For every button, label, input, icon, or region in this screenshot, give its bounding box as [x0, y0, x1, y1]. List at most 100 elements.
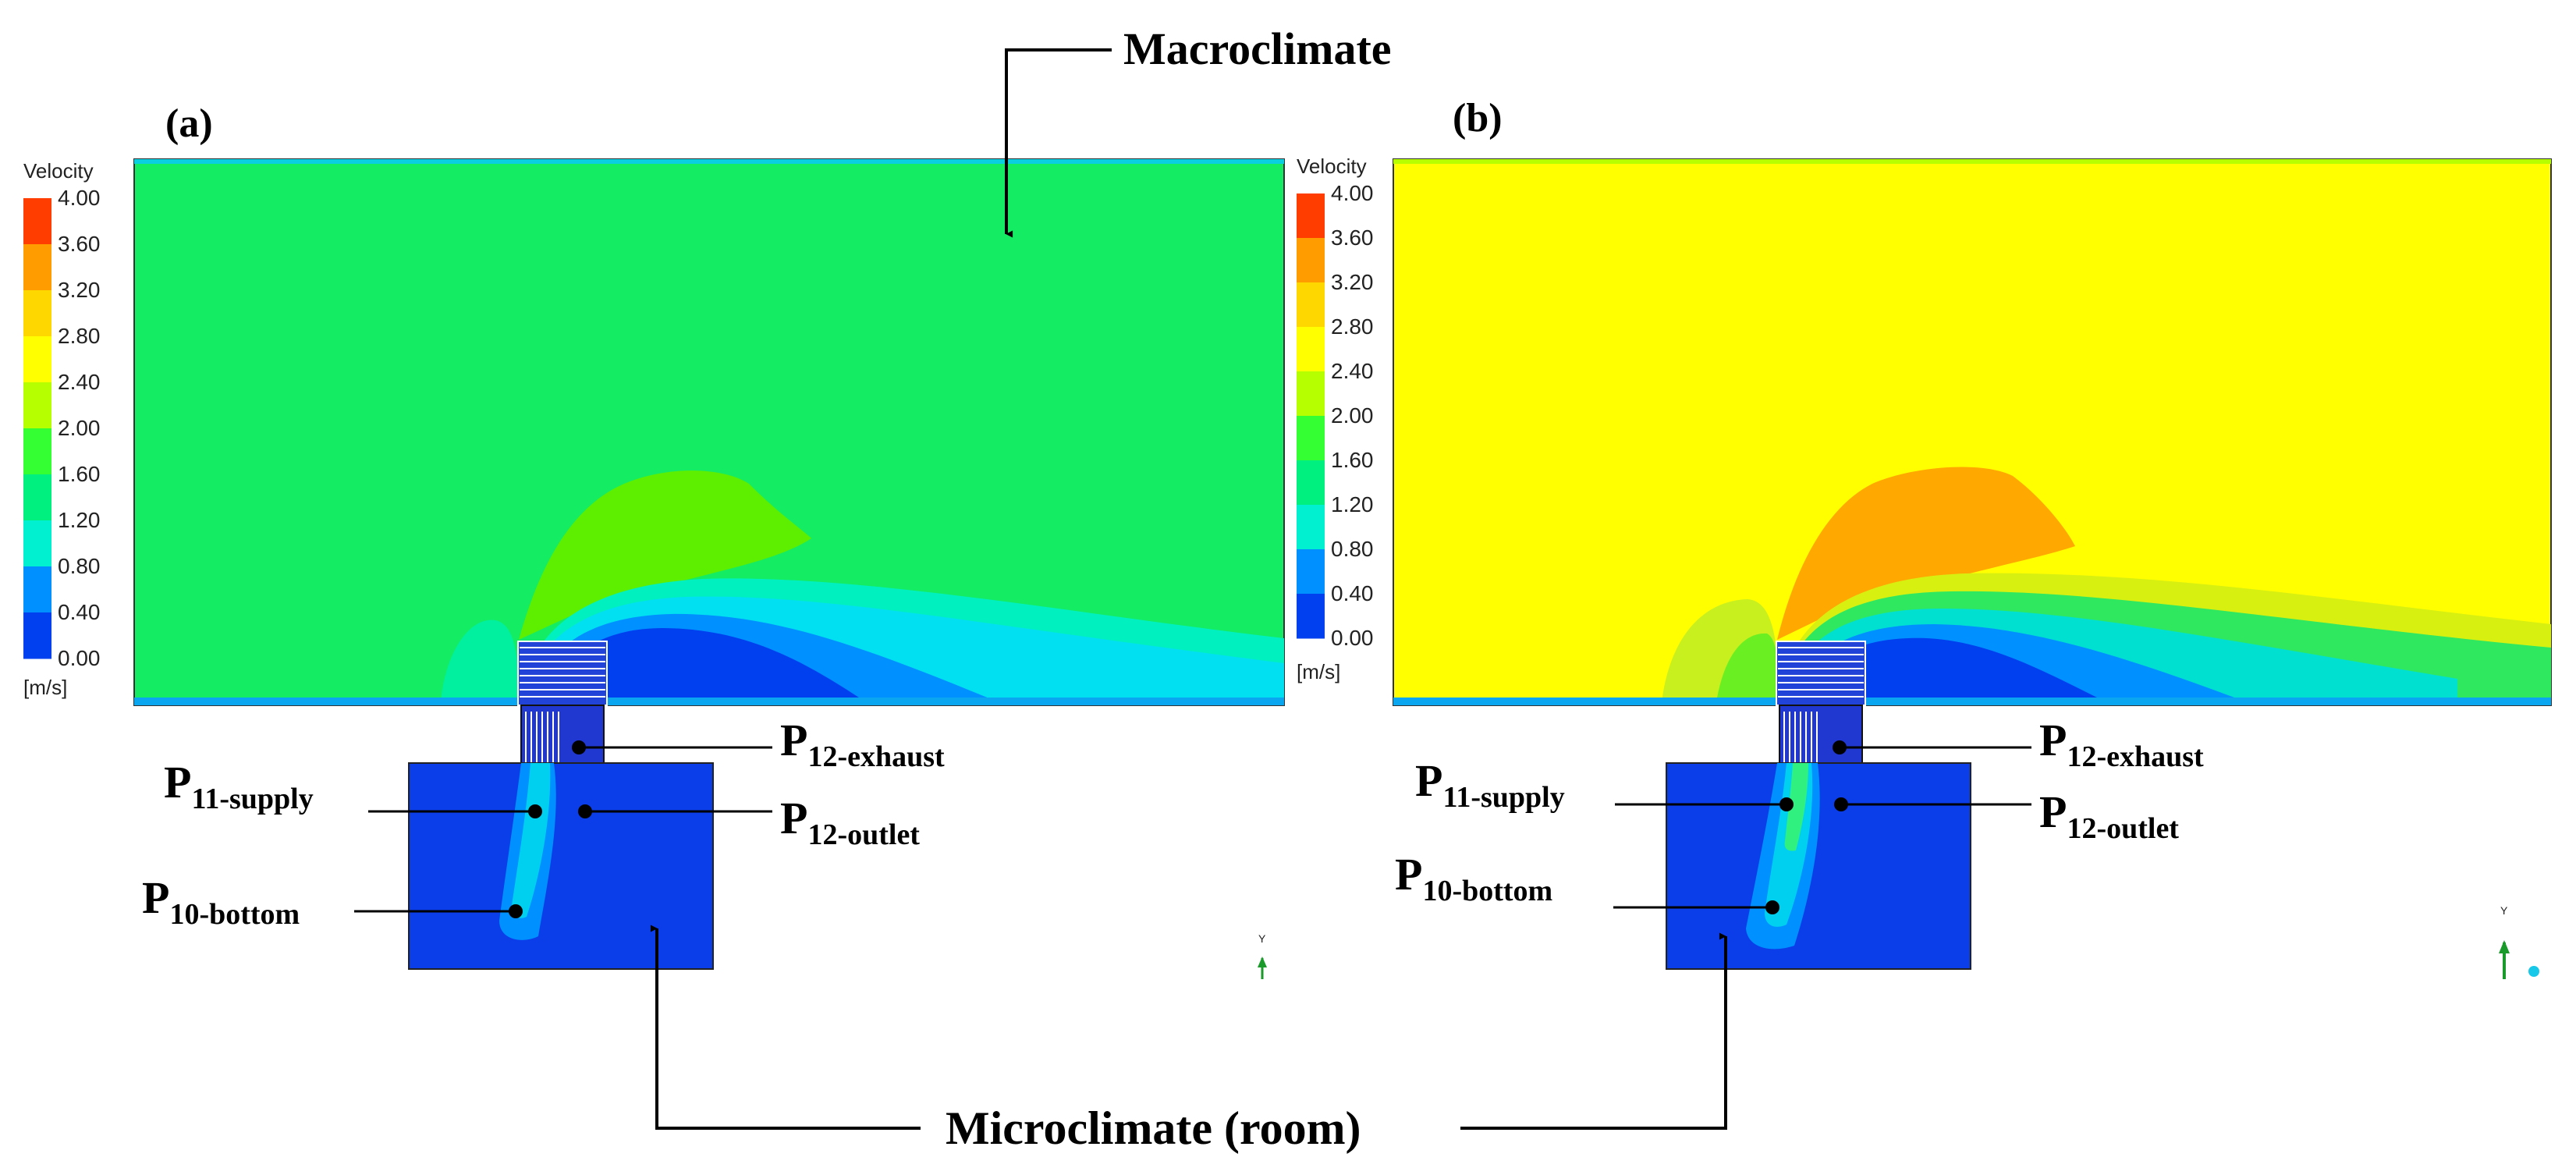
panel-b-wake-inner	[1716, 633, 1779, 702]
panel-a-cowl-louvers	[520, 647, 605, 698]
panel-b-axis-arrow-icon	[2499, 940, 2510, 953]
macroclimate-arrow	[1005, 48, 1112, 238]
panel-a-plume	[519, 470, 811, 640]
panel-b-legend-unit: [m/s]	[1297, 660, 1340, 683]
panel-b-cowl	[1776, 641, 1866, 706]
panel-a-legend-ticks: 4.00 3.60 3.20 2.80 2.40 2.00 1.60 1.20 0.80 0.40…	[58, 186, 101, 670]
microclimate-arrow-left	[650, 925, 921, 1130]
legend-color-band	[23, 336, 51, 383]
panel-a-duct	[520, 705, 605, 772]
legend-tick-label: 1.60	[1331, 448, 1374, 472]
panel-b-room	[1666, 762, 1971, 970]
legend-color-band	[1297, 549, 1325, 595]
legend-color-band	[23, 428, 51, 475]
panel-a-axis-y-label: Y	[1258, 932, 1266, 945]
legend-color-band	[23, 474, 51, 521]
panel-b-duct-fins	[1783, 712, 1818, 768]
macroclimate-label: Macroclimate	[1123, 23, 1392, 74]
legend-tick-label: 0.00	[58, 646, 101, 670]
panel-a-room-field	[408, 762, 714, 970]
legend-tick-label: 0.40	[58, 600, 101, 624]
legend-color-band	[23, 612, 51, 659]
legend-tick-label: 2.80	[1331, 314, 1374, 339]
panel-a-probe-exhaust-label: P12-exhaust	[780, 715, 945, 773]
panel-b-plume	[1777, 467, 2075, 640]
legend-color-band	[1297, 238, 1325, 283]
panel-b: (b) Velocity 4.00 3.60 3.20 2.80 2.40 2.00 1.6…	[1297, 96, 2552, 979]
panel-a-recirc-core	[546, 628, 866, 702]
panel-a-legend: Velocity 4.00 3.60 3.20 2.80 2.40 2.00 1.60 1.2…	[23, 159, 101, 699]
panel-a-probe-outlet-label: P12-outlet	[780, 793, 920, 851]
panel-b-recirc-core	[1798, 637, 2106, 702]
legend-tick-label: 2.00	[58, 416, 101, 440]
panel-a-top-boundary	[134, 159, 1284, 164]
legend-tick-label: 4.00	[58, 186, 101, 210]
panel-a-wake-left	[441, 619, 519, 702]
panel-b-probe-supply-label: P11-supply	[1415, 755, 1565, 814]
panel-a-duct-fins	[525, 712, 559, 768]
legend-tick-label: 3.60	[58, 232, 101, 256]
legend-tick-label: 0.80	[58, 554, 101, 578]
panel-b-probe-exhaust-label: P12-exhaust	[2039, 715, 2204, 773]
legend-color-band	[23, 382, 51, 429]
panel-a-probe-supply-label: P11-supply	[164, 757, 314, 815]
legend-tick-label: 3.60	[1331, 225, 1374, 250]
legend-color-band	[1297, 327, 1325, 372]
legend-tick-label: 1.60	[58, 462, 101, 486]
panel-b-axis-z-icon	[2528, 966, 2539, 977]
legend-tick-label: 1.20	[1331, 492, 1374, 517]
panel-b-duct	[1779, 705, 1863, 772]
legend-tick-label: 1.20	[58, 508, 101, 532]
legend-tick-label: 2.40	[58, 370, 101, 394]
panel-b-top-boundary	[1393, 159, 2551, 164]
microclimate-arrow-right	[1460, 932, 1727, 1130]
legend-tick-label: 2.00	[1331, 403, 1374, 428]
legend-tick-label: 0.40	[1331, 581, 1374, 605]
legend-tick-label: 0.80	[1331, 537, 1374, 561]
panel-a-legend-colorbar	[23, 198, 51, 659]
panel-a-legend-title: Velocity	[23, 159, 94, 183]
panel-b-legend-ticks: 4.00 3.60 3.20 2.80 2.40 2.00 1.60 1.20 0.80 0.40…	[1331, 181, 1374, 650]
legend-color-band	[1297, 193, 1325, 239]
legend-tick-label: 4.00	[1331, 181, 1374, 205]
panel-b-domain	[1393, 158, 2552, 706]
legend-color-band	[1297, 371, 1325, 417]
panel-b-axis-y-label: Y	[2500, 904, 2508, 917]
legend-color-band	[1297, 594, 1325, 639]
panel-b-label: (b)	[1453, 96, 1503, 140]
panel-b-cowl-louvers	[1778, 647, 1864, 698]
legend-tick-label: 3.20	[58, 278, 101, 302]
panel-a-jet-core	[511, 763, 551, 918]
panel-a-label: (a)	[165, 101, 213, 146]
panel-a-probes: P12-exhaust P11-supply P12-outlet P10-bo…	[142, 715, 945, 931]
panel-a-roof-device	[517, 641, 608, 772]
panel-b-roof-device	[1776, 641, 1866, 772]
panel-b-probe-outlet-label: P12-outlet	[2039, 786, 2179, 845]
panel-a-domain	[133, 158, 1285, 706]
panel-a-legend-unit: [m/s]	[23, 676, 67, 699]
panel-a-room	[408, 762, 714, 970]
legend-color-band	[23, 520, 51, 567]
legend-color-band	[23, 566, 51, 613]
legend-tick-label: 2.80	[58, 324, 101, 348]
panel-b-probe-bottom-label: P10-bottom	[1395, 849, 1552, 907]
panel-b-ground-layer	[1393, 698, 2551, 705]
legend-color-band	[1297, 460, 1325, 506]
panel-a-ground-layer	[134, 698, 1284, 705]
panel-a-probe-bottom-label: P10-bottom	[142, 872, 300, 931]
panel-a: (a) Velocity 4.00 3.60 3.20 2.80 2.40 2.00 1.6…	[23, 101, 1285, 979]
panel-b-legend-colorbar	[1297, 193, 1325, 639]
panel-a-cowl	[517, 641, 608, 706]
legend-color-band	[1297, 505, 1325, 550]
legend-color-band	[23, 198, 51, 245]
legend-color-band	[1297, 416, 1325, 461]
panel-a-axis-triad: Y	[1258, 932, 1267, 979]
microclimate-annotation: Microclimate (room)	[650, 925, 1727, 1154]
legend-tick-label: 0.00	[1331, 626, 1374, 650]
panel-b-legend-title: Velocity	[1297, 154, 1367, 178]
microclimate-label: Microclimate (room)	[946, 1102, 1361, 1154]
panel-b-axis-triad: Y	[2499, 904, 2539, 979]
legend-color-band	[23, 290, 51, 337]
legend-tick-label: 3.20	[1331, 270, 1374, 294]
legend-tick-label: 2.40	[1331, 359, 1374, 383]
